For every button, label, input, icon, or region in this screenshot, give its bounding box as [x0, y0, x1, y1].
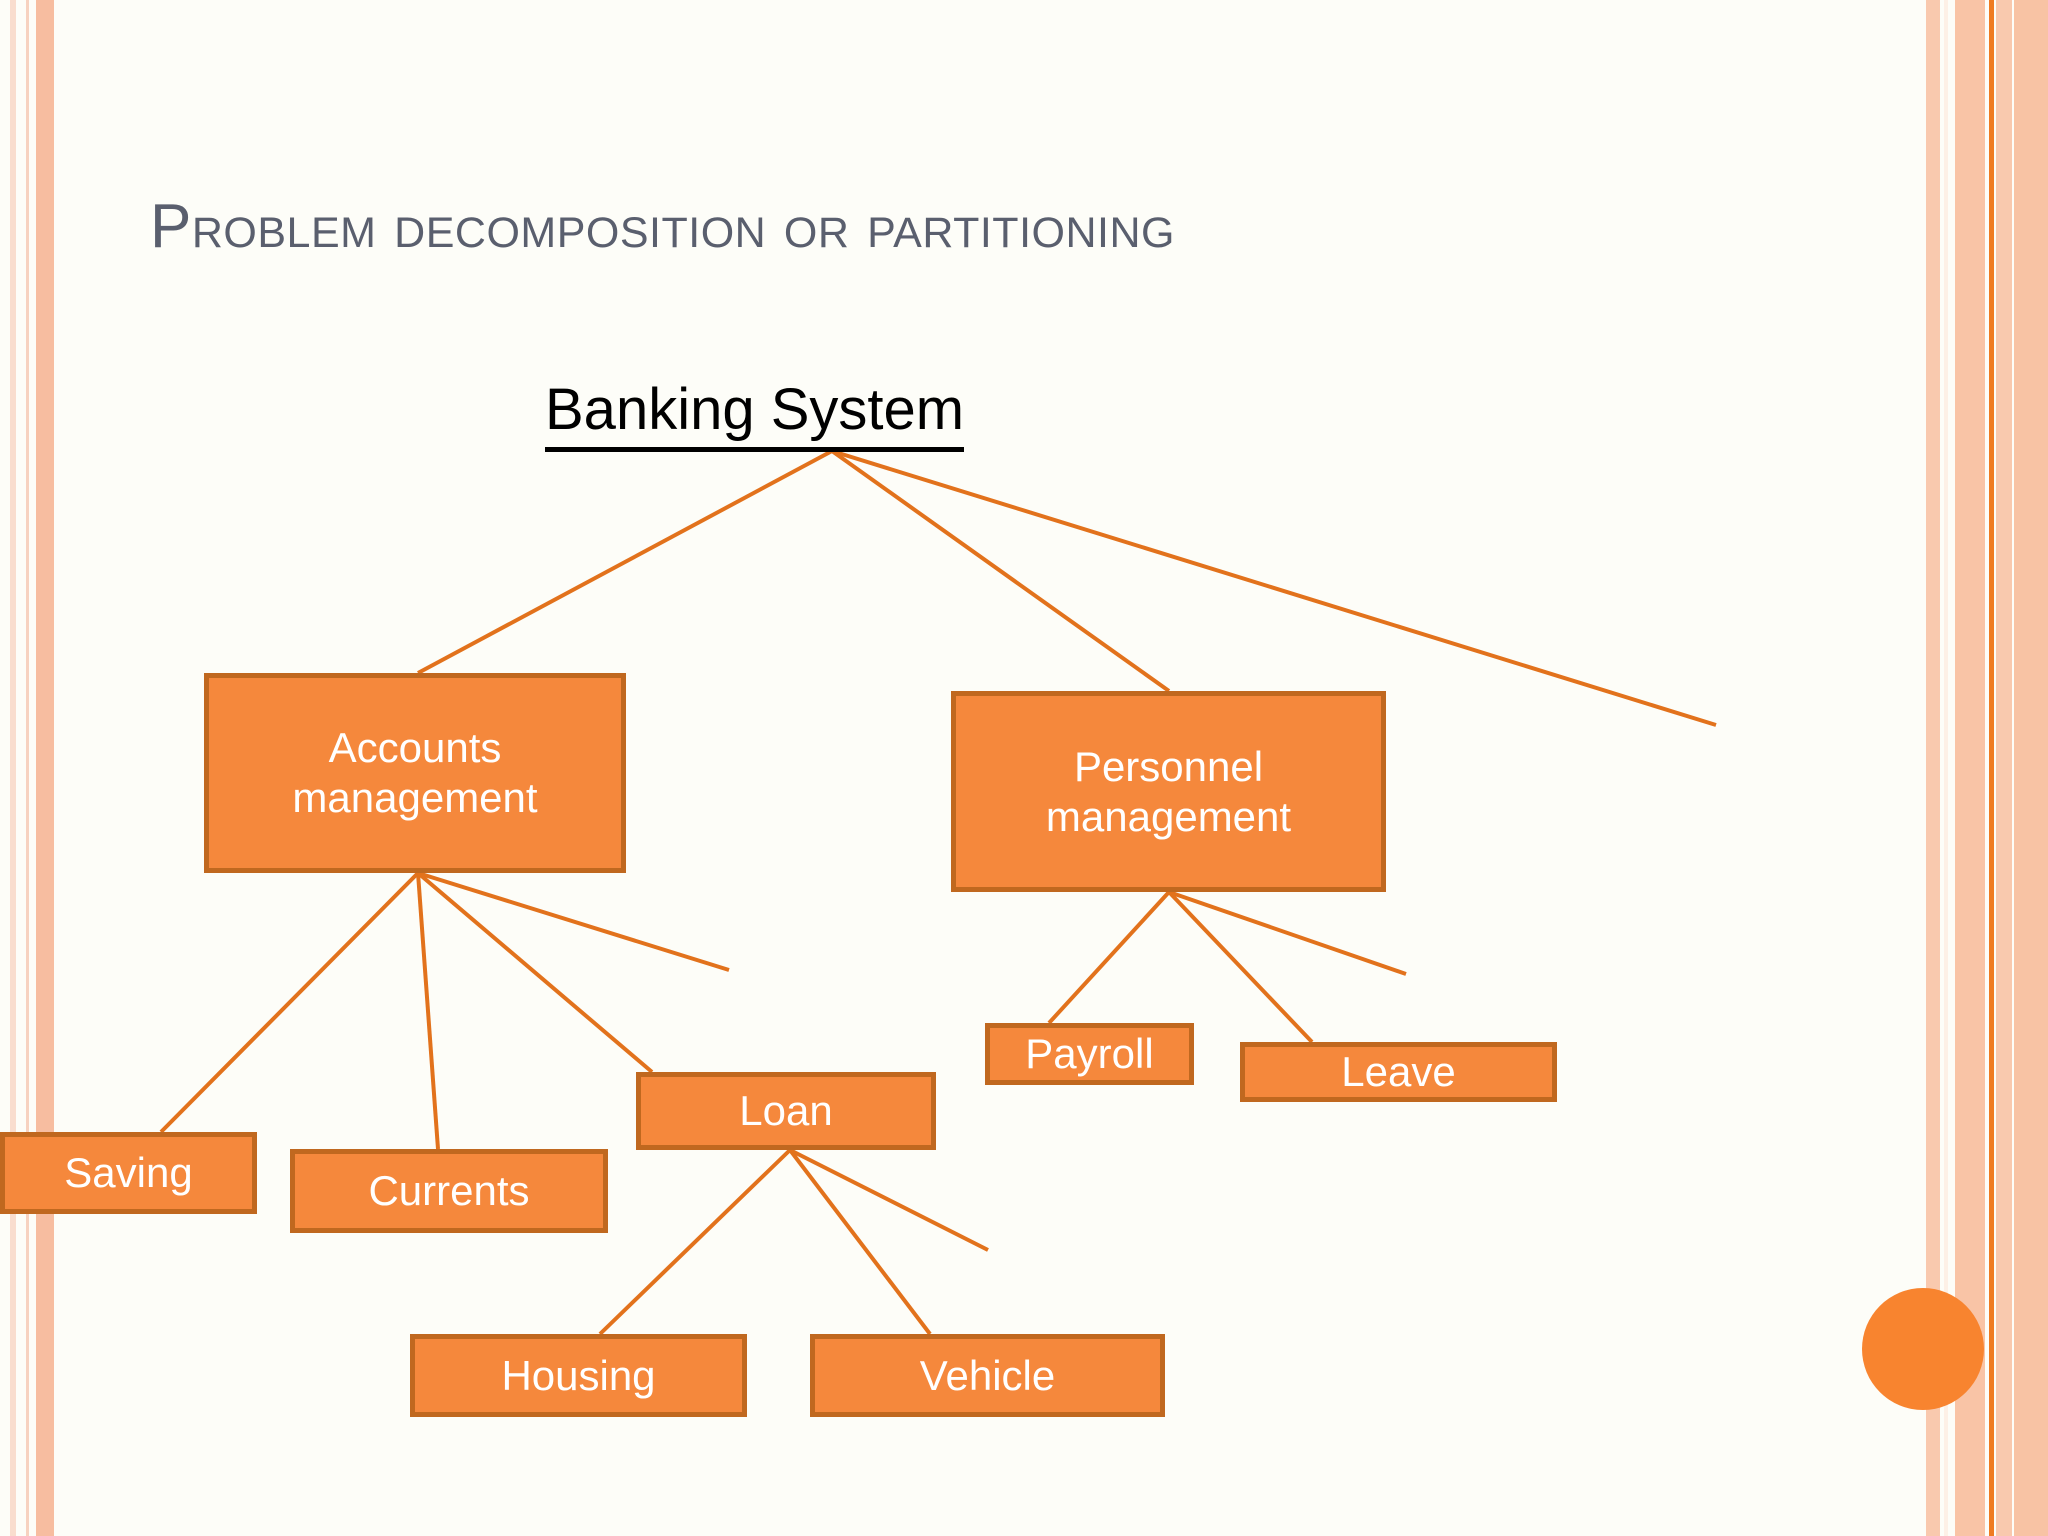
- tree-node-accounts-line2: management: [292, 774, 538, 821]
- tree-node-currents[interactable]: Currents: [290, 1149, 608, 1233]
- connector-accounts-to-dangling-a: [417, 871, 730, 972]
- connector-personnel-to-leave: [1167, 890, 1314, 1044]
- left-band-hair: [26, 0, 29, 1536]
- connector-accounts-to-saving: [159, 871, 420, 1134]
- connector-root-to-dangling-right: [831, 449, 1717, 727]
- connector-loan-to-dangling-c: [789, 1148, 989, 1252]
- tree-node-leave-label: Leave: [1341, 1048, 1456, 1096]
- tree-node-housing[interactable]: Housing: [410, 1334, 747, 1417]
- left-band-thin: [10, 0, 16, 1536]
- tree-node-payroll-label: Payroll: [1025, 1030, 1154, 1078]
- tree-node-leave[interactable]: Leave: [1240, 1042, 1557, 1102]
- connector-root-to-personnel: [830, 449, 1171, 693]
- tree-root-label[interactable]: Banking System: [545, 379, 965, 452]
- tree-node-personnel-line1: Personnel: [1073, 742, 1264, 790]
- accent-circle: [1862, 1288, 1984, 1410]
- right-band-3: [1955, 0, 1985, 1536]
- connector-accounts-to-currents: [416, 872, 440, 1150]
- tree-node-accounts-line1: Accounts: [328, 724, 502, 772]
- right-band-1: [1926, 0, 1940, 1536]
- connector-loan-to-housing: [598, 1148, 792, 1336]
- connector-personnel-to-payroll: [1047, 890, 1171, 1025]
- connector-personnel-to-dangling-b: [1168, 890, 1407, 976]
- tree-node-saving-label: Saving: [64, 1149, 193, 1197]
- right-band-4: [1996, 0, 2012, 1536]
- tree-node-loan[interactable]: Loan: [636, 1072, 936, 1150]
- tree-node-saving[interactable]: Saving: [0, 1132, 257, 1214]
- right-band-2: [1944, 0, 1948, 1536]
- tree-node-currents-label: Currents: [368, 1167, 530, 1215]
- tree-node-housing-label: Housing: [501, 1351, 656, 1399]
- connector-root-to-accounts: [417, 449, 833, 675]
- right-band-5: [2014, 0, 2048, 1536]
- tree-node-vehicle-label: Vehicle: [919, 1351, 1056, 1399]
- right-band-orange-line: [1989, 0, 1994, 1536]
- connector-accounts-to-loan: [416, 871, 654, 1074]
- connector-loan-to-vehicle: [788, 1148, 932, 1336]
- tree-node-personnel-line2: management: [1045, 792, 1292, 840]
- tree-node-loan-label: Loan: [739, 1087, 833, 1135]
- page-title: Problem decomposition or partitioning: [150, 192, 1175, 261]
- tree-node-payroll[interactable]: Payroll: [985, 1023, 1194, 1085]
- tree-node-vehicle[interactable]: Vehicle: [810, 1334, 1165, 1417]
